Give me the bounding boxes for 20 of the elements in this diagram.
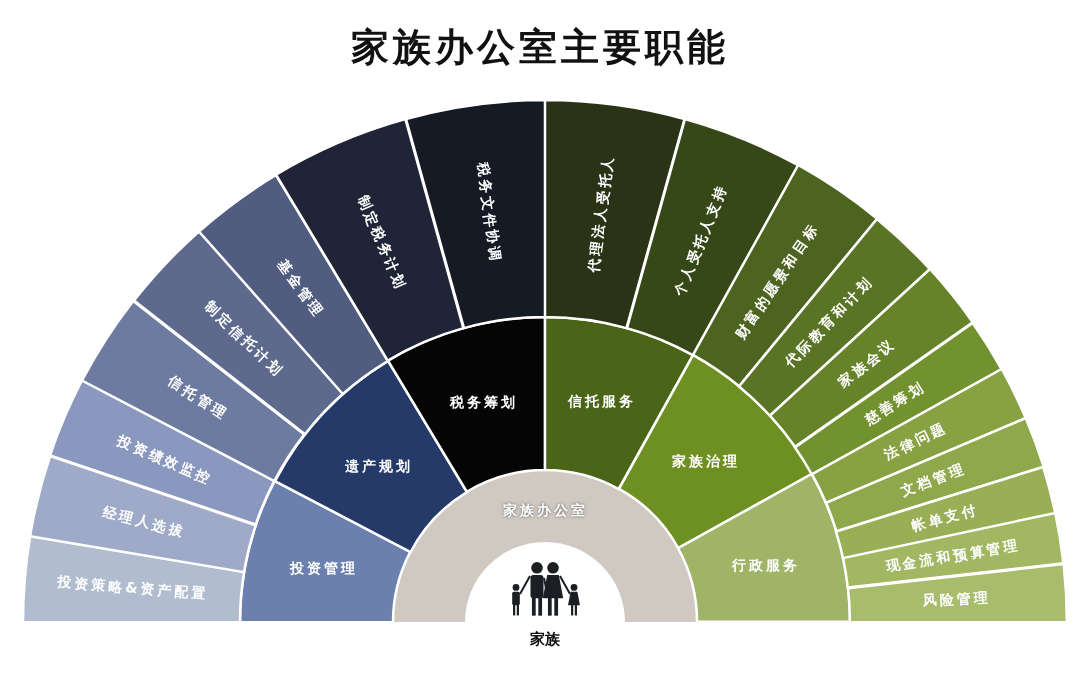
- segment-label: 投资绩效监控: [114, 432, 216, 488]
- segment-label: 投资策略&资产配置: [57, 573, 210, 603]
- segment-label: 投资管理: [289, 559, 358, 576]
- segment-label: 文档管理: [897, 460, 968, 500]
- segment-label: 税务文件协调: [474, 161, 505, 265]
- segment-label: 信托服务: [568, 392, 637, 410]
- segment-label: 制定税务计划: [354, 192, 410, 293]
- segment-label: 税务筹划: [450, 393, 519, 411]
- segment-label: 个人受托人支持: [671, 181, 732, 298]
- title: 家族办公室主要职能: [350, 24, 730, 71]
- segment-label: 遗产规划: [345, 457, 414, 474]
- segment-label: 行政服务: [731, 556, 800, 574]
- segment-label: 家族治理: [672, 452, 741, 470]
- segment-label: 经理人选拔: [101, 503, 188, 541]
- segment-label: 风险管理: [922, 588, 992, 610]
- segment-label: 帐单支付: [909, 500, 980, 535]
- segment-label: 现金流和预算管理: [884, 536, 1022, 576]
- segment-label: 家族办公室: [502, 501, 588, 519]
- segment-label: 代理法人受托人: [584, 152, 618, 273]
- node-label: 家族: [529, 630, 561, 648]
